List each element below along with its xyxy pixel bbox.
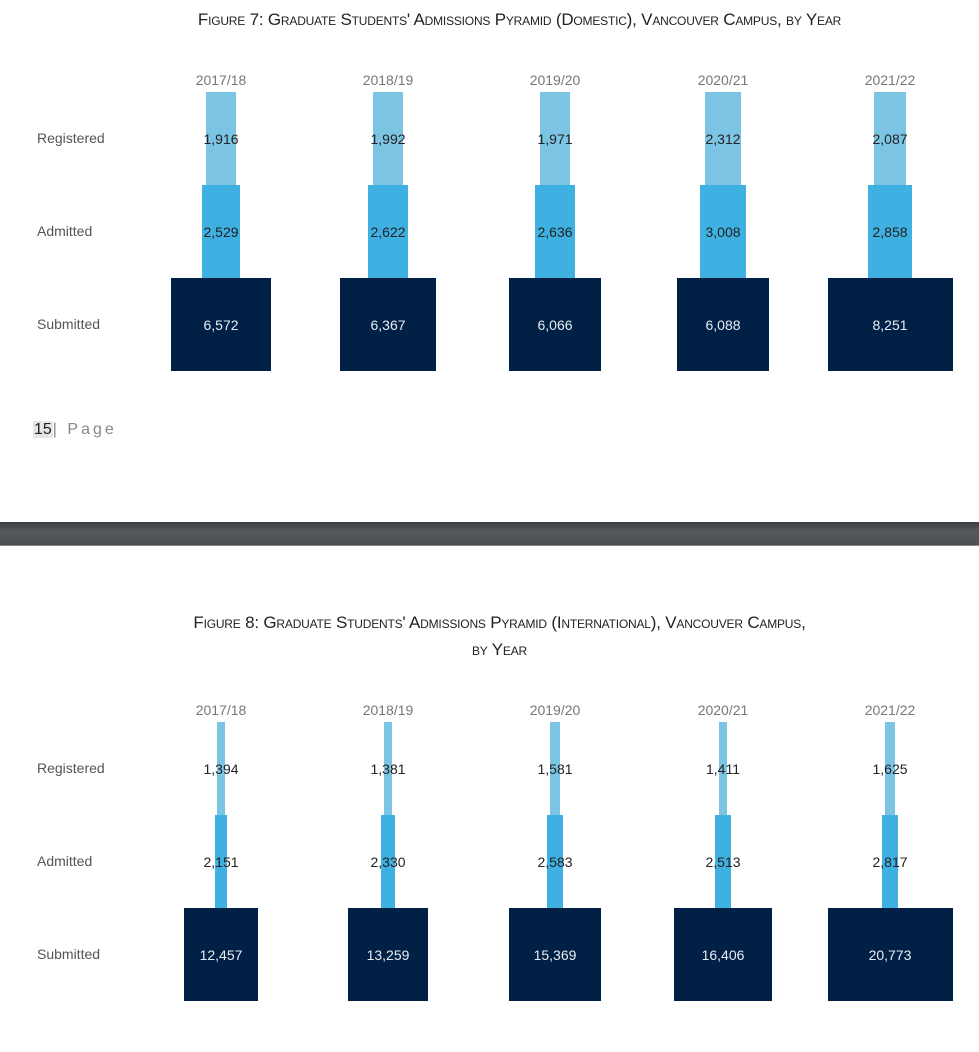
bar-admitted [547, 815, 563, 908]
row-label-registered: Registered [37, 759, 105, 776]
data-label-registered: 2,087 [872, 130, 908, 147]
page-number: 15| Page [33, 421, 117, 439]
bar-submitted [827, 908, 953, 1001]
row-label-admitted: Admitted [37, 852, 93, 869]
data-label-registered: 1,992 [370, 130, 406, 147]
year-label: 2021/22 [864, 702, 916, 718]
figure-7-title: Figure 7: Graduate Students' Admissions … [197, 10, 842, 29]
data-label-submitted: 16,406 [701, 946, 745, 963]
data-label-admitted: 2,858 [872, 223, 908, 240]
data-label-registered: 1,394 [203, 760, 239, 777]
page-separator [0, 522, 979, 546]
year-label: 2019/20 [529, 702, 581, 718]
data-label-admitted: 2,817 [872, 853, 908, 870]
row-label-submitted: Submitted [37, 315, 101, 332]
data-label-admitted: 2,583 [537, 853, 573, 870]
data-label-registered: 1,971 [537, 130, 573, 147]
bar-registered [206, 92, 236, 185]
year-label: 2021/22 [864, 72, 916, 88]
data-label-submitted: 6,572 [203, 316, 239, 333]
data-label-admitted: 2,636 [537, 223, 573, 240]
bar-submitted [348, 908, 428, 1001]
bar-submitted [673, 908, 773, 1001]
bar-submitted [183, 908, 259, 1001]
year-label: 2017/18 [195, 702, 247, 718]
bar-admitted [700, 185, 746, 278]
row-label-admitted: Admitted [37, 222, 93, 239]
bar-admitted [715, 815, 731, 908]
data-label-submitted: 20,773 [868, 946, 912, 963]
bar-registered [718, 722, 728, 815]
bar-registered [874, 92, 906, 185]
year-label: 2017/18 [195, 72, 247, 88]
year-label: 2020/21 [697, 702, 749, 718]
bar-submitted [339, 278, 437, 371]
bar-registered [550, 722, 560, 815]
row-label-submitted: Submitted [37, 945, 101, 962]
data-label-registered: 1,625 [872, 760, 908, 777]
data-label-registered: 2,312 [705, 130, 741, 147]
bar-registered [885, 722, 895, 815]
data-label-submitted: 12,457 [199, 946, 243, 963]
figure-8-title: Figure 8: Graduate Students' Admissions … [193, 613, 806, 632]
data-label-submitted: 6,066 [537, 316, 573, 333]
data-label-registered: 1,581 [537, 760, 573, 777]
row-label-registered: Registered [37, 129, 105, 146]
data-label-registered: 1,916 [203, 130, 239, 147]
bar-registered [705, 92, 741, 185]
bar-admitted [868, 185, 912, 278]
bar-submitted [827, 278, 953, 371]
bar-submitted [509, 278, 601, 371]
data-label-registered: 1,411 [706, 760, 740, 777]
bar-submitted [171, 278, 271, 371]
data-label-submitted: 15,369 [533, 946, 577, 963]
figure-8-title-line2: by Year [471, 640, 528, 659]
data-label-submitted: 8,251 [872, 316, 908, 333]
bar-submitted [508, 908, 602, 1001]
bar-submitted [676, 278, 770, 371]
data-label-admitted: 2,330 [370, 853, 406, 870]
data-label-registered: 1,381 [370, 760, 406, 777]
year-label: 2018/19 [362, 702, 414, 718]
page-label: | Page [52, 421, 117, 438]
bar-admitted [881, 815, 899, 908]
data-label-admitted: 2,513 [705, 853, 741, 870]
data-label-submitted: 13,259 [366, 946, 410, 963]
year-label: 2020/21 [697, 72, 749, 88]
data-label-submitted: 6,367 [370, 316, 406, 333]
data-label-admitted: 2,622 [370, 223, 406, 240]
bar-registered [216, 722, 226, 815]
bar-admitted [535, 185, 575, 278]
bar-admitted [380, 815, 395, 908]
data-label-admitted: 3,008 [705, 223, 741, 240]
data-label-admitted: 2,151 [203, 853, 239, 870]
bar-admitted [214, 815, 228, 908]
page-number-value: 15 [33, 421, 53, 438]
year-label: 2019/20 [529, 72, 581, 88]
bar-registered [372, 92, 404, 185]
data-label-submitted: 6,088 [705, 316, 741, 333]
bar-registered [383, 722, 393, 815]
bar-admitted [368, 185, 408, 278]
bar-admitted [201, 185, 241, 278]
year-label: 2018/19 [362, 72, 414, 88]
bar-registered [540, 92, 570, 185]
data-label-admitted: 2,529 [203, 223, 239, 240]
